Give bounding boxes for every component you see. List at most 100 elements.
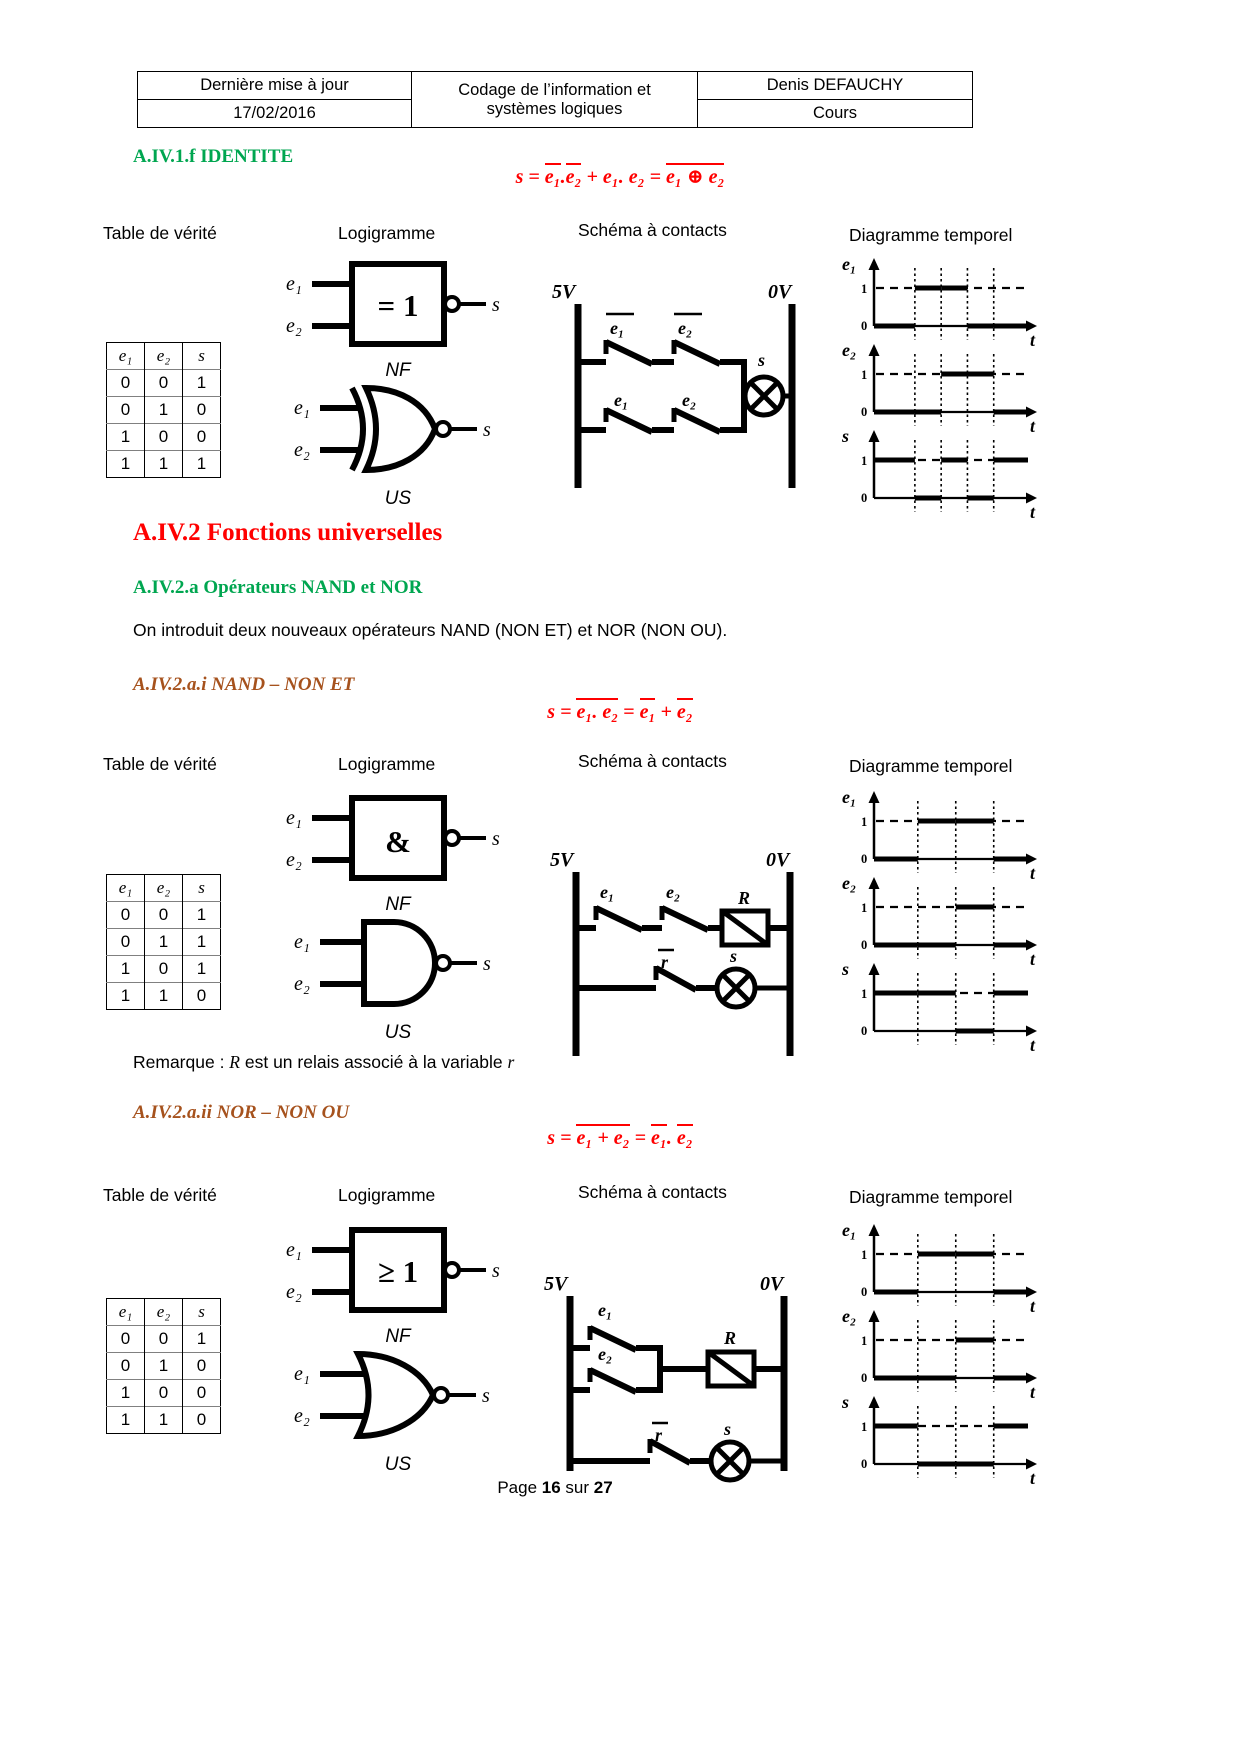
tick-1: 1 xyxy=(861,815,867,829)
gate-output-label: s xyxy=(492,294,500,316)
nor-us-gate-icon: e₁ e₂ s US xyxy=(294,1350,490,1475)
contact-label-e1: e₁ xyxy=(614,390,628,410)
truth-cell: e₂ xyxy=(144,342,183,370)
y-axis-arrow xyxy=(868,258,880,270)
truth-cell: 1 xyxy=(144,450,183,478)
lamp-label-s: s xyxy=(757,350,765,370)
t-label: t xyxy=(1030,1382,1036,1402)
header-last-update-label: Dernière mise à jour xyxy=(137,71,412,100)
schema-contacts-nand: 5V 0V e₁ e₂ R r s xyxy=(550,849,794,1056)
rail-0v-label: 0V xyxy=(766,849,791,871)
x-axis-arrow xyxy=(1026,492,1037,504)
header-date: 17/02/2016 xyxy=(137,99,412,128)
y-axis-arrow xyxy=(868,430,880,442)
page-footer: Page 16 sur 27 xyxy=(0,1478,1110,1498)
caption-logigramme-3: Logigramme xyxy=(338,1185,436,1205)
text-part: + e₁. e₂ = xyxy=(581,166,666,188)
logigramme-xnor: e₁ e₂ = 1 s NF e₁ e₂ s US xyxy=(286,261,500,509)
signal-name: s xyxy=(841,959,849,979)
nf-label: NF xyxy=(385,1326,412,1347)
tick-0: 0 xyxy=(861,491,867,505)
truth-cell: 0 xyxy=(106,928,145,956)
gate-symbol: & xyxy=(385,824,411,859)
header-course-title-line1: Codage de l’information et xyxy=(458,80,651,99)
text-part: r xyxy=(507,1052,515,1072)
truth-cell: 0 xyxy=(106,369,145,397)
truth-cell: 1 xyxy=(106,423,145,451)
gate-input1-label: e₁ xyxy=(294,397,310,419)
t-label: t xyxy=(1030,502,1036,522)
truth-cell: 1 xyxy=(106,1379,145,1407)
truth-cell: 0 xyxy=(182,1352,221,1380)
t-label: t xyxy=(1030,949,1036,969)
truth-cell: 1 xyxy=(106,982,145,1010)
caption-schema-3: Schéma à contacts xyxy=(578,1182,727,1202)
section-heading-nor: A.IV.2.a.ii NOR – NON OU xyxy=(133,1102,350,1123)
truth-cell: 1 xyxy=(106,1406,145,1434)
remark-text: Remarque : R est un relais associé à la … xyxy=(133,1052,514,1073)
signal-name: e₂ xyxy=(842,340,856,360)
contact-label-not-e2: e₂ xyxy=(678,318,692,338)
logigramme-nor: e₁ e₂ ≥ 1 s NF e₁ e₂ s US xyxy=(286,1227,500,1475)
formula-nor: s = e₁ + e₂ = e₁. e₂ xyxy=(0,1124,1240,1150)
contact-label-e1: e₁ xyxy=(600,882,614,902)
text-part: e₂ xyxy=(676,698,693,723)
text-part: . xyxy=(666,1127,677,1149)
caption-schema-1: Schéma à contacts xyxy=(578,220,727,240)
truth-cell: 1 xyxy=(144,1352,183,1380)
caption-truth-table-2: Table de vérité xyxy=(103,754,217,774)
gate-output-label: s xyxy=(483,419,491,441)
truth-cell: 0 xyxy=(182,1406,221,1434)
schema-contacts-xnor: 5V 0V e₁ e₂ e₁ e₂ s xyxy=(552,281,796,488)
contact-label-not-r: r xyxy=(661,952,669,972)
text-part: e₁. e₂ xyxy=(576,698,619,723)
text-part: s = xyxy=(547,701,577,723)
relay-icon xyxy=(705,1349,757,1389)
truth-cell: 1 xyxy=(144,396,183,424)
tick-1: 1 xyxy=(861,454,867,468)
truth-cell: 0 xyxy=(144,1379,183,1407)
text-part: e₁ xyxy=(650,1124,667,1149)
truth-cell: 0 xyxy=(182,423,221,451)
relay-label: R xyxy=(737,888,750,908)
truth-cell: s xyxy=(182,874,221,902)
truth-cell: 1 xyxy=(144,928,183,956)
us-label: US xyxy=(385,488,412,509)
signal-name: e₁ xyxy=(842,1220,856,1240)
truth-cell: 1 xyxy=(182,901,221,929)
section-heading-operateurs: A.IV.2.a Opérateurs NAND et NOR xyxy=(133,577,423,598)
text-part: s = xyxy=(547,1127,577,1149)
relay-label: R xyxy=(723,1328,736,1348)
gate-input2-label: e₂ xyxy=(286,315,302,337)
formula-identite: s = e₁.e₂ + e₁. e₂ = e₁ ⊕ e₂ xyxy=(0,163,1240,189)
truth-cell: e₁ xyxy=(118,1302,133,1321)
text-part: e₁ + e₂ xyxy=(576,1124,630,1149)
y-axis-arrow xyxy=(868,877,880,889)
truth-cell: 0 xyxy=(144,369,183,397)
truth-cell: 1 xyxy=(182,1325,221,1353)
tick-0: 0 xyxy=(861,1285,867,1299)
gate-input2-label: e₂ xyxy=(294,439,310,461)
header-table: Dernière mise à jour Codage de l’informa… xyxy=(137,71,973,128)
gate-input1-label: e₁ xyxy=(294,1363,310,1385)
rail-5v-label: 5V xyxy=(552,281,577,303)
nand-nf-gate-icon: e₁ e₂ & s NF xyxy=(286,795,500,915)
truth-cell: 0 xyxy=(182,982,221,1010)
y-axis-arrow xyxy=(868,1310,880,1322)
truth-cell: 1 xyxy=(106,450,145,478)
text-part: sur xyxy=(560,1478,594,1497)
contact-label-e2: e₂ xyxy=(666,882,680,902)
x-axis-arrow xyxy=(1026,1458,1037,1470)
text-part: e₂ xyxy=(565,163,582,188)
section-heading-universelles: A.IV.2 Fonctions universelles xyxy=(133,519,443,546)
signal-name: s xyxy=(841,1392,849,1412)
truth-cell: 1 xyxy=(106,955,145,983)
truth-cell: e₂ xyxy=(144,874,183,902)
contact-label-e1: e₁ xyxy=(598,1300,612,1320)
signal-name: e₁ xyxy=(842,787,856,807)
rail-0v-label: 0V xyxy=(760,1273,785,1295)
lamp-label-s: s xyxy=(723,1419,731,1439)
